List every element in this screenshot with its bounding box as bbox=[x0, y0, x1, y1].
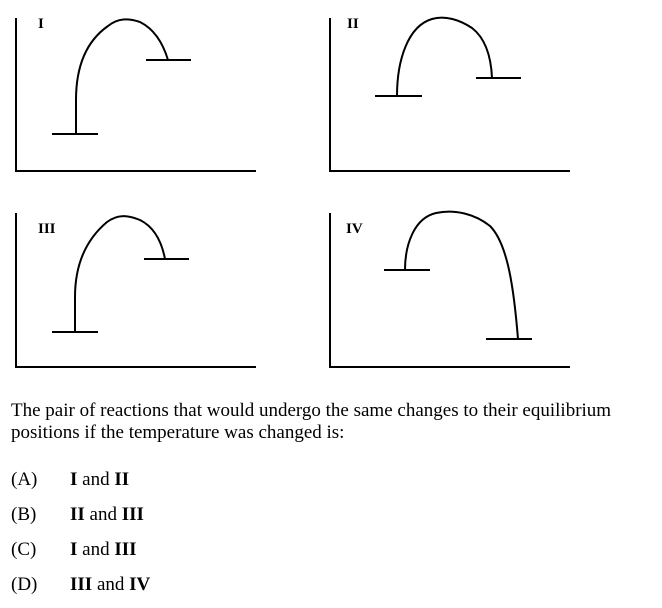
option-d-joiner: and bbox=[92, 574, 130, 595]
option-b-second: III bbox=[121, 504, 144, 525]
option-c[interactable]: (C) I and III bbox=[11, 539, 137, 561]
option-d[interactable]: (D) III and IV bbox=[11, 574, 150, 596]
question-text: The pair of reactions that would undergo… bbox=[11, 400, 612, 443]
option-d-second: IV bbox=[129, 574, 151, 595]
option-a[interactable]: (A) I and II bbox=[11, 469, 129, 491]
option-d-first: III bbox=[70, 574, 93, 595]
option-d-letter: (D) bbox=[11, 574, 38, 595]
option-c-letter: (C) bbox=[11, 539, 37, 560]
energy-profile-diagrams: I II III IV bbox=[15, 16, 570, 368]
option-a-letter: (A) bbox=[11, 469, 38, 490]
option-a-first: I bbox=[70, 469, 78, 490]
diagram-ii bbox=[329, 16, 570, 172]
option-a-joiner: and bbox=[77, 469, 115, 490]
diagram-iv-energy-curve bbox=[404, 210, 519, 340]
diagram-i bbox=[15, 18, 256, 172]
diagram-i-axes bbox=[15, 18, 256, 172]
option-a-second: II bbox=[114, 469, 130, 490]
diagram-i-energy-curve bbox=[75, 18, 169, 134]
option-b-letter: (B) bbox=[11, 504, 37, 525]
option-c-first: I bbox=[70, 539, 78, 560]
diagram-iv bbox=[329, 210, 570, 368]
option-b-first: II bbox=[70, 504, 85, 525]
diagram-iv-axes bbox=[329, 213, 570, 368]
diagram-iii-label: III bbox=[38, 221, 56, 237]
diagram-iii-energy-curve bbox=[74, 215, 166, 332]
diagram-ii-energy-curve bbox=[396, 16, 493, 97]
option-b[interactable]: (B) II and III bbox=[11, 504, 144, 526]
option-c-joiner: and bbox=[77, 539, 115, 560]
diagram-i-label: I bbox=[38, 16, 44, 32]
diagram-ii-axes bbox=[329, 18, 570, 172]
option-c-second: III bbox=[114, 539, 137, 560]
diagram-iv-label: IV bbox=[346, 221, 363, 237]
option-b-joiner: and bbox=[84, 504, 122, 525]
diagram-ii-label: II bbox=[347, 16, 359, 32]
diagram-iii-axes bbox=[15, 213, 256, 368]
diagram-iii bbox=[15, 213, 256, 368]
